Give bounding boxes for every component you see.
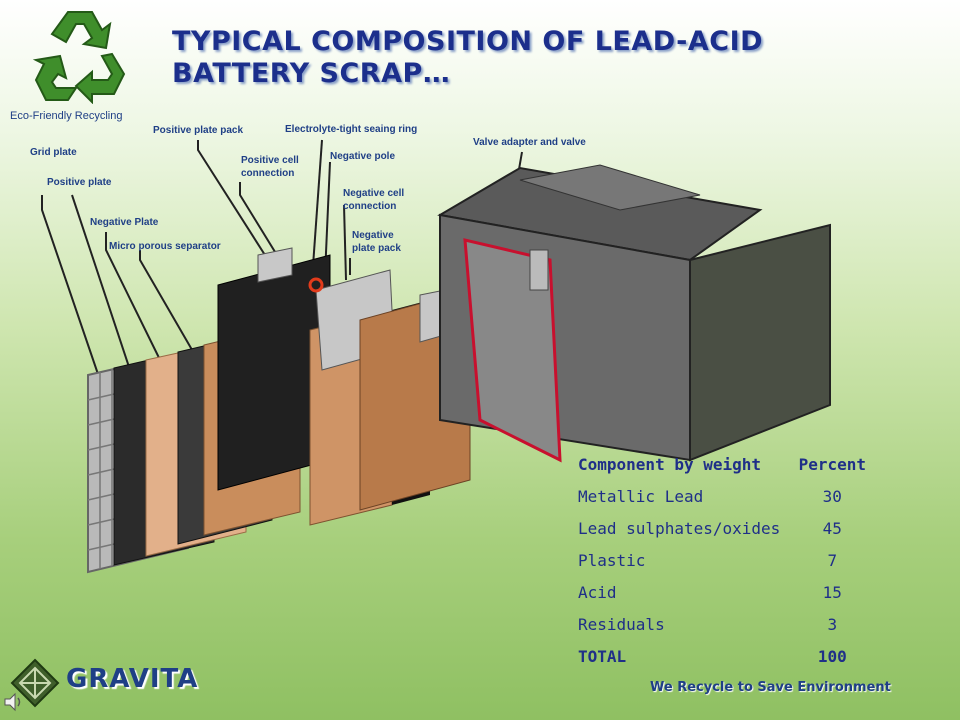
page-title: TYPICAL COMPOSITION OF LEAD-ACID BATTERY… [172, 26, 763, 90]
title-line-2: BATTERY SCRAP… [172, 58, 451, 89]
label-negative-cell-connection-line2: connection [343, 201, 397, 212]
label-positive-cell-connection-line1: Positive cell [241, 155, 299, 166]
label-negative-cell-connection: Negative cell connection [343, 187, 404, 213]
component-cell: Plastic [578, 550, 646, 570]
component-cell: Metallic Lead [578, 486, 704, 506]
label-negative-plate-pack: Negative plate pack [352, 229, 401, 255]
percent-cell: 15 [822, 582, 842, 602]
label-positive-plate-pack: Positive plate pack [153, 125, 244, 136]
table-total-row: TOTAL 100 [572, 640, 878, 672]
percent-cell: 30 [822, 486, 842, 506]
table-row: Residuals 3 [572, 608, 878, 640]
label-negative-plate-pack-line1: Negative [352, 230, 394, 241]
table-row: Plastic 7 [572, 544, 878, 576]
table-header-row: Component by weight Percent [572, 448, 878, 480]
label-negative-plate: Negative Plate [90, 217, 159, 228]
label-micro-porous-separator: Micro porous separator [109, 241, 221, 252]
label-negative-plate-pack-line2: plate pack [352, 243, 401, 254]
component-cell: Acid [578, 582, 617, 602]
table-row: Metallic Lead 30 [572, 480, 878, 512]
label-positive-cell-connection-line2: connection [241, 168, 295, 179]
total-label-cell: TOTAL [578, 646, 627, 666]
composition-table: Component by weight Percent Metallic Lea… [572, 448, 878, 672]
gravita-diamond-icon [10, 658, 60, 708]
speaker-icon[interactable] [2, 690, 26, 714]
recycle-icon [32, 11, 126, 104]
percent-cell: 45 [822, 518, 842, 538]
logo-caption: Eco-Friendly Recycling [10, 110, 123, 122]
label-negative-cell-connection-line1: Negative cell [343, 188, 405, 199]
label-negative-pole: Negative pole [330, 151, 396, 162]
component-cell: Lead sulphates/oxides [578, 518, 781, 538]
label-grid-plate: Grid plate [30, 147, 77, 158]
component-cell: Residuals [578, 614, 665, 634]
brand-name: GRAVITA [66, 664, 199, 694]
label-positive-plate: Positive plate [47, 177, 112, 188]
tagline: We Recycle to Save Environment [650, 680, 891, 695]
title-line-1: TYPICAL COMPOSITION OF LEAD-ACID [172, 26, 764, 57]
total-percent-cell: 100 [817, 646, 847, 666]
percent-cell: 3 [827, 614, 838, 634]
table-row: Lead sulphates/oxides 45 [572, 512, 878, 544]
column-header-percent: Percent [798, 454, 867, 474]
percent-cell: 7 [827, 550, 838, 570]
table-row: Acid 15 [572, 576, 878, 608]
column-header-component: Component by weight [578, 454, 762, 474]
label-positive-cell-connection: Positive cell connection [241, 154, 299, 180]
label-valve-adapter: Valve adapter and valve [473, 137, 586, 148]
label-electrolyte-ring: Electrolyte-tight seaing ring [285, 124, 418, 135]
